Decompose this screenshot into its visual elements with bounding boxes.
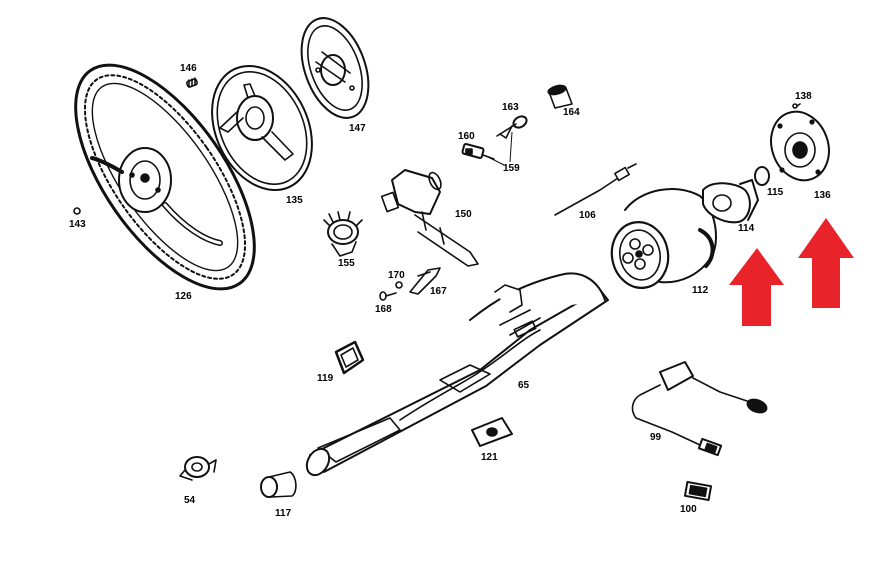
steering-column-jacket-drawing: [305, 272, 609, 477]
part-label-168: 168: [375, 304, 392, 315]
rubber-grommet-drawing: [471, 417, 513, 447]
part-label-143: 143: [69, 219, 86, 230]
part-label-163: 163: [502, 102, 519, 113]
ignition-switch-drawing: [323, 211, 363, 257]
part-label-155: 155: [338, 258, 355, 269]
part-label-112: 112: [692, 285, 709, 296]
part-label-146: 146: [180, 63, 197, 74]
part-label-106: 106: [579, 210, 596, 221]
spring-pin-drawing: [186, 77, 198, 88]
bushing-drawing: [547, 84, 573, 109]
screw-drawing: [792, 103, 801, 109]
part-label-119: 119: [317, 373, 334, 384]
key-drawing: [496, 115, 528, 139]
connector-drawing: [683, 481, 713, 501]
part-label-150: 150: [455, 209, 472, 220]
horn-ring-drawing: [211, 64, 313, 192]
part-label-99: 99: [650, 432, 662, 443]
wire-lead-drawing: [554, 163, 637, 216]
part-label-167: 167: [430, 286, 447, 297]
bracket-drawing: [409, 267, 441, 295]
part-label-126: 126: [175, 291, 192, 302]
part-label-135: 135: [286, 195, 303, 206]
ignition-switch-housing-drawing: [380, 169, 479, 267]
switch-wiring-drawing: [631, 361, 768, 457]
lock-cylinder-drawing: [461, 143, 495, 160]
washer-drawing: [395, 281, 403, 289]
arrow-pointing-to-136: [798, 218, 854, 308]
part-label-160: 160: [458, 131, 475, 142]
part-label-170: 170: [388, 270, 405, 281]
part-label-54: 54: [184, 495, 196, 506]
part-label-159: 159: [503, 163, 520, 174]
contact-plate-drawing: [702, 179, 759, 224]
part-label-100: 100: [680, 504, 697, 515]
part-label-115: 115: [767, 187, 784, 198]
arrow-pointing-to-114: [729, 248, 784, 326]
part-label-138: 138: [795, 91, 812, 102]
part-label-147: 147: [349, 123, 366, 134]
part-label-114: 114: [738, 223, 755, 234]
part-label-121: 121: [481, 452, 498, 463]
clamp-drawing: [179, 456, 217, 481]
trim-frame-drawing: [334, 340, 365, 375]
bolt-drawing: [379, 291, 397, 301]
part-label-117: 117: [275, 508, 292, 519]
small-screw-drawing: [73, 207, 81, 215]
part-label-65: 65: [518, 380, 530, 391]
part-label-164: 164: [563, 107, 580, 118]
cover-plate-drawing: [770, 110, 830, 182]
ring-drawing: [754, 166, 770, 186]
part-label-136: 136: [814, 190, 831, 201]
column-shroud-drawing: [610, 188, 717, 289]
sleeve-drawing: [260, 471, 297, 498]
steering-wheel-drawing: [74, 63, 256, 291]
horn-plate-drawing: [300, 17, 370, 119]
